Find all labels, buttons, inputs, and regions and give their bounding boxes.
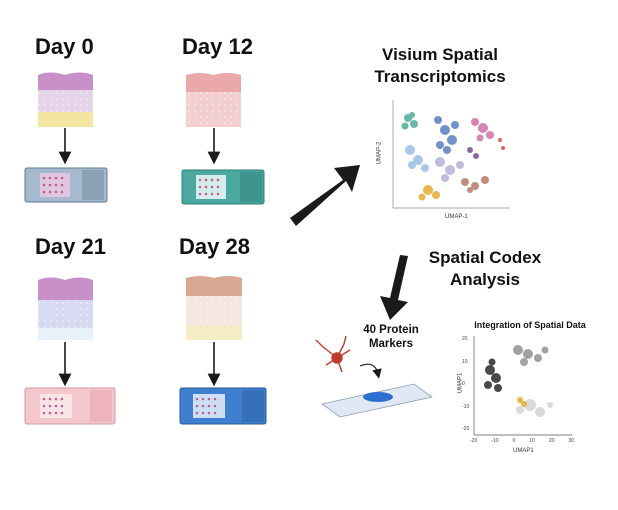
ytick: 0 [462, 381, 465, 387]
slide-day12 [181, 169, 265, 205]
ytick: -20 [462, 426, 470, 432]
slide-day21 [24, 387, 116, 425]
xtick: -20 [470, 438, 478, 444]
codex-title-line2: Analysis [450, 270, 520, 289]
xtick: 10 [529, 438, 535, 444]
integration-xlabel: UMAP1 [513, 448, 534, 454]
visium-title-line1: Visium Spatial [382, 45, 498, 64]
slide-day0 [24, 167, 108, 203]
xtick: 30 [568, 438, 574, 444]
integration-yticks: 20 10 0 -10 -20 [462, 336, 469, 432]
visium-umap-plot [392, 100, 510, 209]
ytick: 20 [462, 336, 468, 342]
visium-xlabel: UMAP-1 [445, 214, 468, 220]
xtick: 0 [512, 438, 516, 444]
protein-markers-line2: Markers [368, 338, 414, 350]
day-0-tissue [38, 72, 93, 127]
integration-xticks: -20 -10 0 10 20 30 [470, 438, 574, 444]
visium-ylabel: UMAP-2 [376, 141, 383, 165]
neuron-illustration [315, 335, 351, 373]
day-21-label: Day 21 [35, 234, 106, 259]
protein-markers-label: 40 Protein Markers [346, 323, 436, 351]
day-28-label: Day 28 [179, 234, 250, 259]
day-12-tissue [186, 73, 241, 127]
codex-title-line1: Spatial Codex [428, 248, 542, 267]
xtick: 20 [548, 438, 555, 444]
day-0-label: Day 0 [35, 34, 94, 59]
xtick: -10 [491, 438, 499, 444]
slide-day28 [179, 387, 267, 425]
day-28-tissue [186, 276, 242, 340]
day-21-tissue [38, 277, 93, 340]
big-arrow-to-visium [290, 165, 360, 226]
visium-title: Visium Spatial Transcriptomics [355, 44, 525, 88]
big-arrow-to-codex [380, 255, 408, 320]
ytick: 10 [462, 358, 468, 365]
day-12-label: Day 12 [182, 34, 253, 59]
integration-umap-plot [473, 336, 572, 436]
visium-title-line2: Transcriptomics [374, 67, 506, 86]
protein-markers-line1: 40 Protein [363, 324, 419, 336]
codex-title: Spatial Codex Analysis [410, 247, 560, 291]
ytick: -10 [462, 403, 470, 410]
codex-slide [321, 383, 433, 418]
integration-title: Integration of Spatial Data [474, 320, 586, 330]
